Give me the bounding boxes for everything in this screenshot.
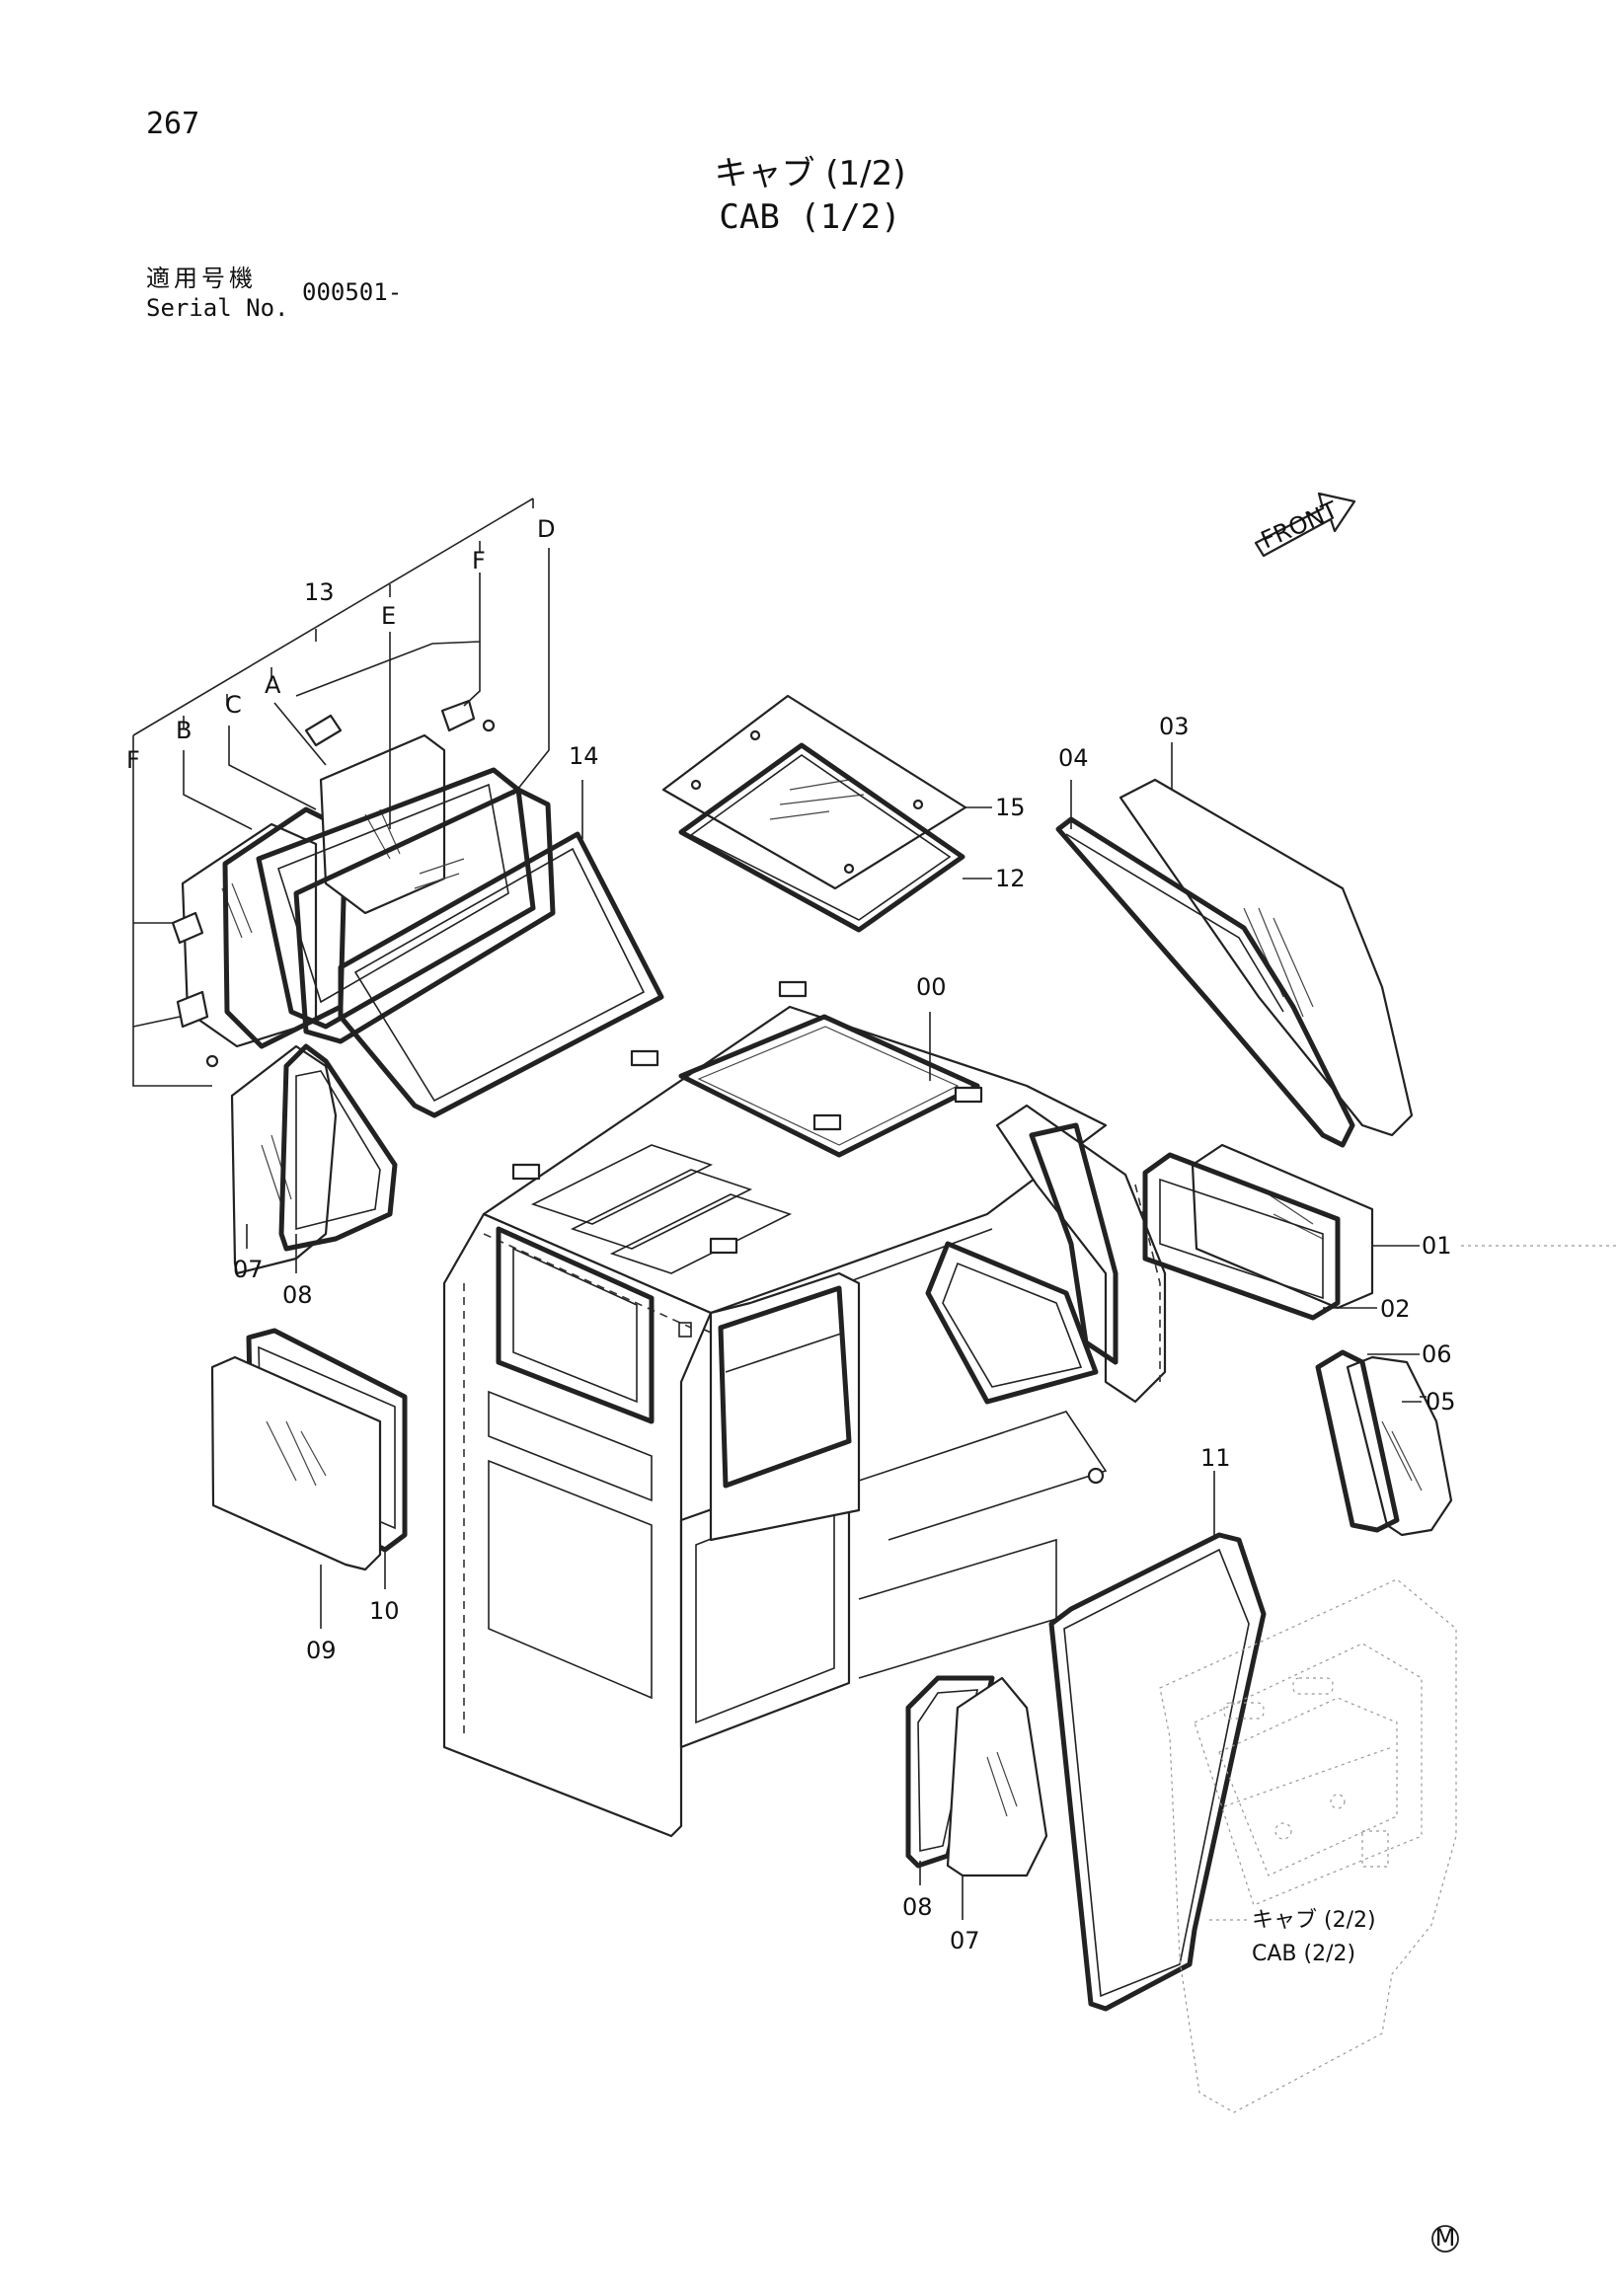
part-09-panel-glass	[210, 1355, 382, 1571]
front-label: FRONT	[1257, 496, 1343, 554]
callout-06: 06	[1422, 1340, 1452, 1368]
part-04-side-seal	[1055, 816, 1355, 1148]
part-07-triangle-glass-lower	[946, 1676, 1048, 1877]
callout-11: 11	[1200, 1444, 1231, 1472]
serial-number-value: 000501-	[302, 278, 403, 306]
label-C: C	[225, 691, 242, 719]
serial-label-japanese: 適用号機	[146, 265, 257, 292]
title-japanese: キャブ (1/2)	[714, 154, 906, 193]
part-A-glass	[319, 733, 446, 915]
part-15-roof-window	[661, 694, 967, 890]
hinge-upper-2	[440, 699, 476, 732]
callout-01: 01	[1422, 1232, 1452, 1260]
callout-08-lower: 08	[902, 1893, 933, 1921]
rear-door-reference	[1159, 1578, 1457, 2113]
footer-mark-letter: M	[1435, 2224, 1456, 2252]
callout-03: 03	[1159, 713, 1190, 740]
label-B: B	[176, 717, 192, 744]
part-E-frame	[256, 767, 536, 1030]
cab-frame	[442, 980, 1167, 1838]
hinge-left-1	[171, 911, 204, 945]
callout-10: 10	[369, 1597, 400, 1625]
callout-13: 13	[304, 578, 335, 606]
footer-circled-mark: M	[1431, 2224, 1459, 2253]
hinge-left-2	[176, 990, 209, 1029]
hinge-upper-1	[304, 714, 343, 747]
callout-12: 12	[995, 865, 1026, 892]
callout-02: 02	[1380, 1295, 1411, 1323]
callout-numbers: 13 E F D A C B F 14 15 12 04 03 00 01 02…	[126, 515, 1456, 1954]
label-D: D	[537, 515, 555, 543]
label-F-upper: F	[472, 547, 486, 574]
callout-09: 09	[306, 1637, 337, 1664]
part-08-triangle-seal-left	[278, 1043, 398, 1252]
reference-cab-2-2: キャブ (2/2) CAB (2/2)	[1252, 1908, 1376, 1966]
title-english: CAB (1/2)	[719, 197, 901, 237]
callout-07-left: 07	[233, 1256, 264, 1283]
callout-04: 04	[1058, 744, 1089, 772]
label-F-left: F	[126, 746, 140, 774]
callout-00: 00	[916, 973, 947, 1001]
callout-14: 14	[569, 742, 599, 770]
part-05-quarter-glass	[1346, 1355, 1453, 1537]
serial-label-english: Serial No.	[146, 294, 289, 322]
callout-07-lower: 07	[950, 1927, 980, 1954]
front-direction-arrow: FRONT	[1254, 492, 1356, 558]
part-03-side-glass	[1119, 778, 1414, 1137]
part-02-window-seal	[1142, 1152, 1341, 1321]
page-number: 267	[146, 107, 200, 141]
callout-15: 15	[995, 794, 1026, 821]
label-A: A	[265, 671, 281, 699]
reference-english: CAB (2/2)	[1252, 1942, 1355, 1966]
part-14-seal	[338, 831, 664, 1118]
reference-japanese: キャブ (2/2)	[1252, 1908, 1376, 1933]
part-06-quarter-seal	[1315, 1349, 1400, 1533]
callout-05: 05	[1426, 1388, 1456, 1416]
label-E: E	[381, 602, 396, 630]
leader-lines	[132, 497, 1620, 1921]
part-11-door-seal	[1048, 1532, 1267, 2012]
part-12-roof-seal	[678, 742, 965, 933]
callout-08-left: 08	[282, 1281, 313, 1309]
